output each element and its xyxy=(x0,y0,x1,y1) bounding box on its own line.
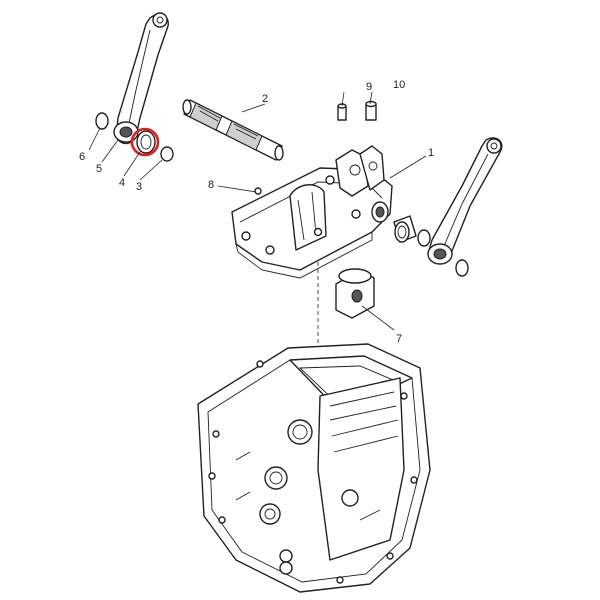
highlight-circle xyxy=(130,127,160,157)
callout-2: 2 xyxy=(262,93,268,105)
callout-8: 8 xyxy=(208,179,214,191)
snap-ring-6 xyxy=(95,112,109,130)
leader-lines xyxy=(88,91,427,331)
callout-5: 5 xyxy=(96,163,102,175)
callout-9: 9 xyxy=(366,81,372,93)
o-ring-3 xyxy=(160,146,174,162)
callout-1: 1 xyxy=(428,147,434,159)
callout-7: 7 xyxy=(396,333,402,345)
right-bushing xyxy=(393,215,417,243)
callout-6: 6 xyxy=(79,151,85,163)
right-o-ring xyxy=(417,229,431,247)
callout-4: 4 xyxy=(119,177,125,189)
callout-10: 10 xyxy=(393,79,405,91)
right-snap-ring xyxy=(455,259,469,277)
lift-cam-7 xyxy=(335,268,375,319)
callout-3: 3 xyxy=(136,181,142,193)
transmission-case xyxy=(197,343,431,593)
right-lift-arm xyxy=(427,137,503,265)
splined-shaft-2 xyxy=(182,99,284,161)
bushing-4 xyxy=(136,130,156,154)
lift-housing-1 xyxy=(231,145,393,279)
callouts: 1 2 3 4 5 6 7 8 9 10 xyxy=(79,79,434,345)
plug-8 xyxy=(254,187,262,195)
fitting-9 xyxy=(337,103,347,121)
left-lift-arm xyxy=(113,12,169,145)
fitting-10 xyxy=(365,100,377,121)
